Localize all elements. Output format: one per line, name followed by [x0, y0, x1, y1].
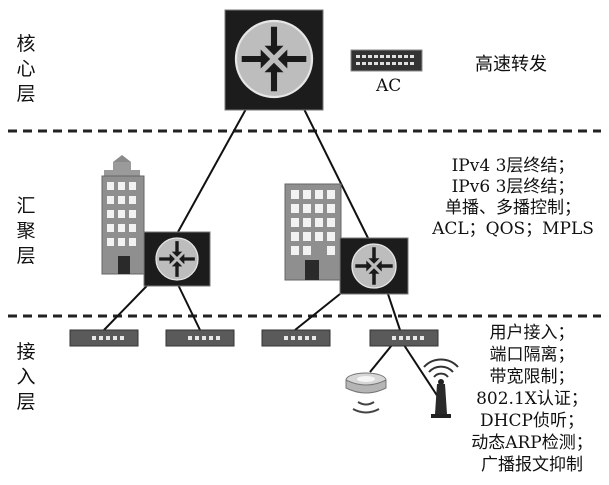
- antenna-icon: [423, 358, 459, 418]
- aggregation-layer-label: 汇聚层: [16, 195, 36, 267]
- aggregation-feature-item: ACL；QOS；MPLS: [432, 219, 594, 239]
- access-features: 用户接入； 端口隔离； 带宽限制； 802.1X认证； DHCP侦听； 动态AR…: [458, 322, 606, 476]
- access-switch-1-icon: [69, 329, 139, 347]
- aggregation-features: IPv4 3层终结； IPv6 3层终结； 单播、多播控制； ACL；QOS；M…: [418, 156, 608, 240]
- access-switch-4-icon: [369, 329, 439, 347]
- aggregation-router-left-icon: [143, 232, 211, 286]
- aggregation-feature-item: 单播、多播控制；: [445, 198, 581, 218]
- building-left-icon: [101, 155, 145, 275]
- ac-label: AC: [376, 76, 402, 96]
- link-switch4-antenna: [403, 344, 441, 401]
- link-switch4-ap: [369, 344, 393, 373]
- access-feature-item: 动态ARP检测；: [471, 433, 593, 453]
- access-feature-item: 端口隔离；: [489, 345, 575, 365]
- core-layer-label: 核心层: [16, 33, 36, 105]
- access-feature-item: 广播报文抑制: [481, 455, 583, 475]
- building-right-icon: [284, 183, 342, 281]
- aggregation-feature-item: IPv6 3层终结；: [451, 177, 575, 197]
- access-switch-2-icon: [165, 329, 235, 347]
- aggregation-router-right-icon: [339, 238, 409, 294]
- link-core-agg-left: [177, 108, 247, 233]
- access-point-icon: [345, 372, 387, 414]
- access-layer-label: 接入层: [16, 341, 36, 413]
- core-router-icon: [225, 10, 323, 110]
- core-feature: 高速转发: [475, 54, 547, 75]
- links: [103, 108, 441, 401]
- access-feature-item: 带宽限制；: [489, 367, 575, 387]
- aggregation-feature-item: IPv4 3层终结；: [451, 156, 575, 176]
- access-feature-item: DHCP侦听；: [480, 411, 584, 431]
- access-feature-item: 802.1X认证；: [476, 389, 588, 409]
- ac-switch-icon: [350, 49, 423, 72]
- link-core-agg-right: [303, 108, 369, 239]
- access-switch-3-icon: [261, 329, 331, 347]
- access-feature-item: 用户接入；: [489, 323, 575, 343]
